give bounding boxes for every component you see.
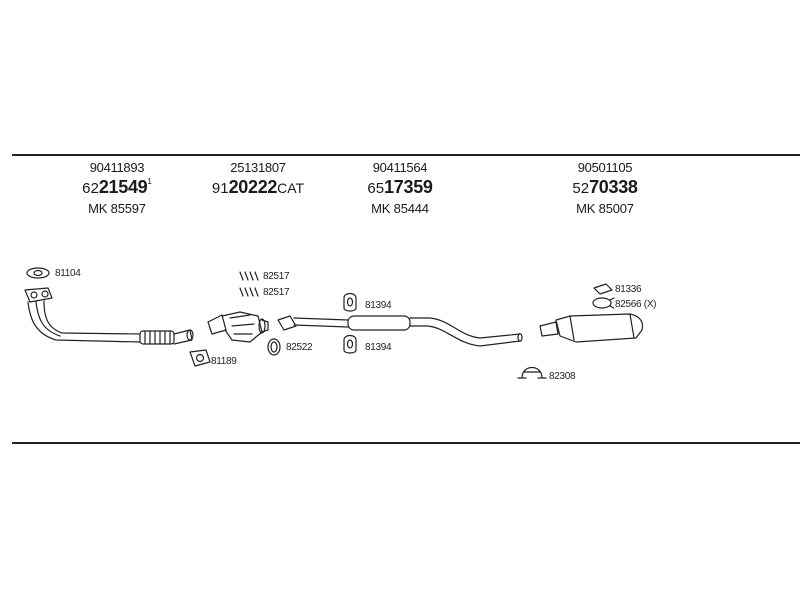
middle-silencer-icon [277, 315, 523, 347]
clamp-middle-icon [517, 366, 547, 379]
rubber-rear-icon [593, 283, 613, 295]
label-hanger-top: 81394 [365, 300, 392, 311]
gasket-front-icon [26, 267, 50, 279]
header-middle-silencer: 90411564 6517359 MK 85444 [345, 161, 455, 215]
top-divider [12, 154, 800, 156]
bolts-top-icon [239, 271, 259, 281]
label-clamp-rear: 82566 (X) [615, 299, 657, 310]
header-catalytic-converter: 25131807 9120222CAT [198, 161, 318, 202]
bottom-divider [12, 442, 800, 444]
catalytic-converter-icon [207, 311, 269, 343]
header-rear-silencer: 90501105 5270338 MK 85007 [550, 161, 660, 215]
hanger-top-icon [343, 292, 357, 312]
label-hanger-bottom: 81394 [365, 342, 392, 353]
oem-number: 25131807 [230, 160, 286, 175]
mk-number: MK 85007 [576, 201, 634, 216]
oem-number: 90411564 [372, 160, 428, 175]
label-rubber-rear: 81336 [615, 284, 642, 295]
article-number: 6517359 [367, 177, 433, 197]
header-front-pipe: 90411893 62215491 MK 85597 [62, 161, 172, 215]
rear-silencer-icon [539, 313, 644, 343]
article-number: 9120222CAT [211, 177, 305, 197]
gasket-lower-icon [189, 349, 211, 367]
label-ring-cat: 82522 [286, 342, 313, 353]
oem-number: 90501105 [577, 160, 633, 175]
ring-cat-icon [267, 338, 281, 356]
label-clamp-middle: 82308 [549, 371, 576, 382]
front-pipe-icon [24, 287, 194, 345]
label-gasket-lower: 81189 [211, 356, 237, 367]
article-number: 5270338 [572, 177, 638, 197]
mk-number: MK 85444 [371, 201, 429, 216]
oem-number: 90411893 [89, 160, 145, 175]
label-bolts-top: 82517 [263, 271, 290, 282]
label-bolts-bottom: 82517 [263, 287, 290, 298]
mk-number: MK 85597 [88, 201, 146, 216]
bolts-bottom-icon [239, 287, 259, 297]
clamp-rear-icon [592, 297, 615, 309]
label-gasket-front: 81104 [55, 268, 81, 279]
hanger-bottom-icon [343, 334, 357, 354]
article-number: 62215491 [82, 177, 152, 197]
